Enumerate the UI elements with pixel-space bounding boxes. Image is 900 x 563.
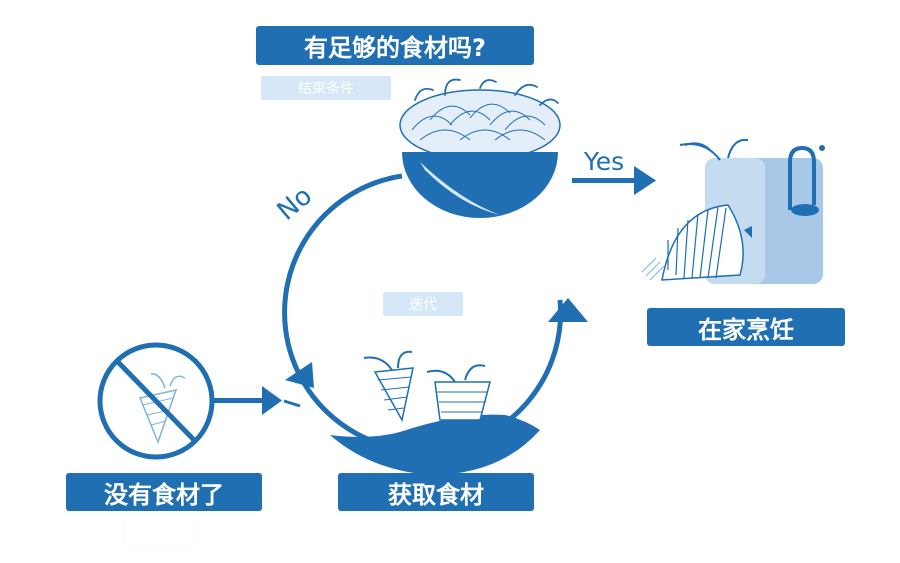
yes-label: Yes: [583, 147, 624, 176]
yes-arrow-head-icon: [634, 166, 656, 195]
cooking-icon: [641, 138, 825, 284]
loop-arc: [282, 173, 564, 453]
end-condition-label: 结束条件: [261, 76, 391, 100]
ingredients-icon: [330, 350, 540, 475]
no-label: No: [272, 181, 318, 227]
yes-arrow-shaft: [572, 178, 634, 183]
cook-at-home-label: 在家烹饪: [647, 308, 845, 346]
iteration-label: 迭代: [383, 292, 463, 316]
get-ingredients-label: 获取食材: [338, 473, 534, 511]
bowl-icon: [399, 78, 561, 218]
loop-arrow-left-icon: [285, 362, 314, 388]
loop-arrow-up-icon: [548, 298, 588, 322]
no-ingredients-icon: [97, 342, 215, 460]
empty-box: [125, 517, 193, 547]
no-ingredients-label: 没有食材了: [66, 473, 262, 511]
question-label: 有足够的食材吗?: [256, 26, 534, 65]
restart-arrow-head-icon: [262, 386, 282, 415]
restart-arrow-shaft: [214, 398, 264, 403]
